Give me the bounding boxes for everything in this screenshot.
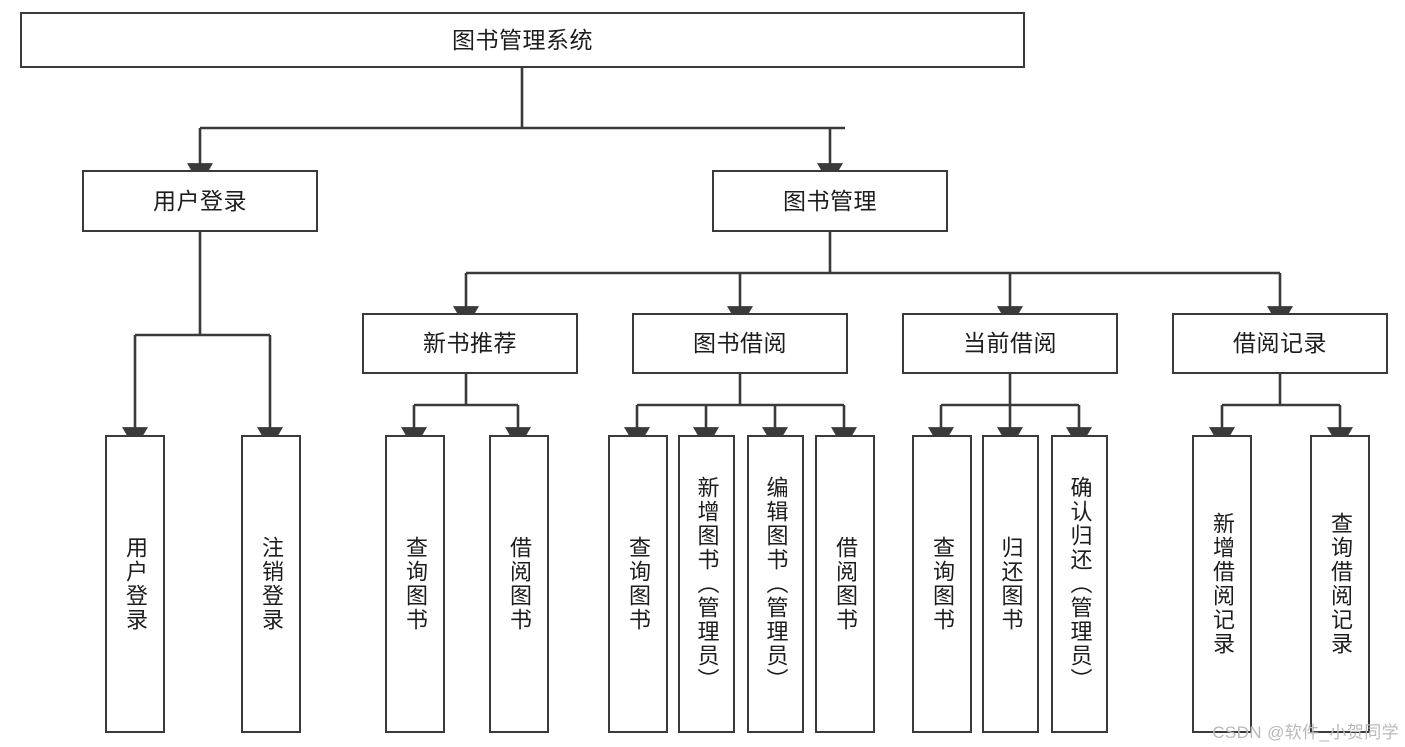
node-borrow-record[interactable]: 借阅记录 [1172,313,1388,374]
node-current-borrow-label: 当前借阅 [963,330,1057,357]
node-leaf-query-book-borrow[interactable]: 查询图书 [608,435,668,733]
node-leaf-edit-book-admin-label: 编辑图书（管理员） [763,476,789,692]
watermark-text: CSDN @软件_小贺同学 [1212,723,1399,742]
node-leaf-query-book-borrow-label: 查询图书 [625,536,651,632]
node-leaf-query-book-current[interactable]: 查询图书 [912,435,972,733]
node-root-label: 图书管理系统 [452,26,593,53]
node-leaf-borrow-book-recommend[interactable]: 借阅图书 [489,435,549,733]
node-leaf-query-book-current-label: 查询图书 [929,536,955,632]
node-leaf-query-book-recommend[interactable]: 查询图书 [385,435,445,733]
node-new-book-recommend-label: 新书推荐 [423,330,517,357]
node-leaf-confirm-return-admin[interactable]: 确认归还（管理员） [1051,435,1108,733]
node-leaf-logout-label: 注销登录 [258,536,284,632]
node-book-borrow-label: 图书借阅 [693,330,787,357]
node-new-book-recommend[interactable]: 新书推荐 [362,313,578,374]
node-book-management-label: 图书管理 [783,187,877,214]
node-leaf-return-book[interactable]: 归还图书 [982,435,1039,733]
node-leaf-query-borrow-record[interactable]: 查询借阅记录 [1310,435,1370,733]
node-leaf-borrow-book-label: 借阅图书 [832,536,858,632]
node-leaf-user-login[interactable]: 用户登录 [105,435,165,733]
node-leaf-return-book-label: 归还图书 [998,536,1024,632]
node-book-management[interactable]: 图书管理 [712,170,948,232]
node-leaf-query-book-recommend-label: 查询图书 [402,536,428,632]
node-leaf-edit-book-admin[interactable]: 编辑图书（管理员） [747,435,804,733]
node-leaf-add-book-admin-label: 新增图书（管理员） [694,476,720,692]
node-root[interactable]: 图书管理系统 [20,12,1025,68]
node-leaf-borrow-book[interactable]: 借阅图书 [815,435,875,733]
node-borrow-record-label: 借阅记录 [1233,330,1327,357]
node-leaf-add-book-admin[interactable]: 新增图书（管理员） [678,435,735,733]
node-leaf-user-login-label: 用户登录 [122,536,148,632]
node-user-login-label: 用户登录 [153,187,247,214]
node-leaf-confirm-return-admin-label: 确认归还（管理员） [1067,476,1093,692]
node-current-borrow[interactable]: 当前借阅 [902,313,1118,374]
node-leaf-logout[interactable]: 注销登录 [241,435,301,733]
node-leaf-query-borrow-record-label: 查询借阅记录 [1327,512,1353,656]
node-leaf-add-borrow-record[interactable]: 新增借阅记录 [1192,435,1252,733]
node-leaf-add-borrow-record-label: 新增借阅记录 [1209,512,1235,656]
node-user-login[interactable]: 用户登录 [82,170,318,232]
node-book-borrow[interactable]: 图书借阅 [632,313,848,374]
node-leaf-borrow-book-recommend-label: 借阅图书 [506,536,532,632]
